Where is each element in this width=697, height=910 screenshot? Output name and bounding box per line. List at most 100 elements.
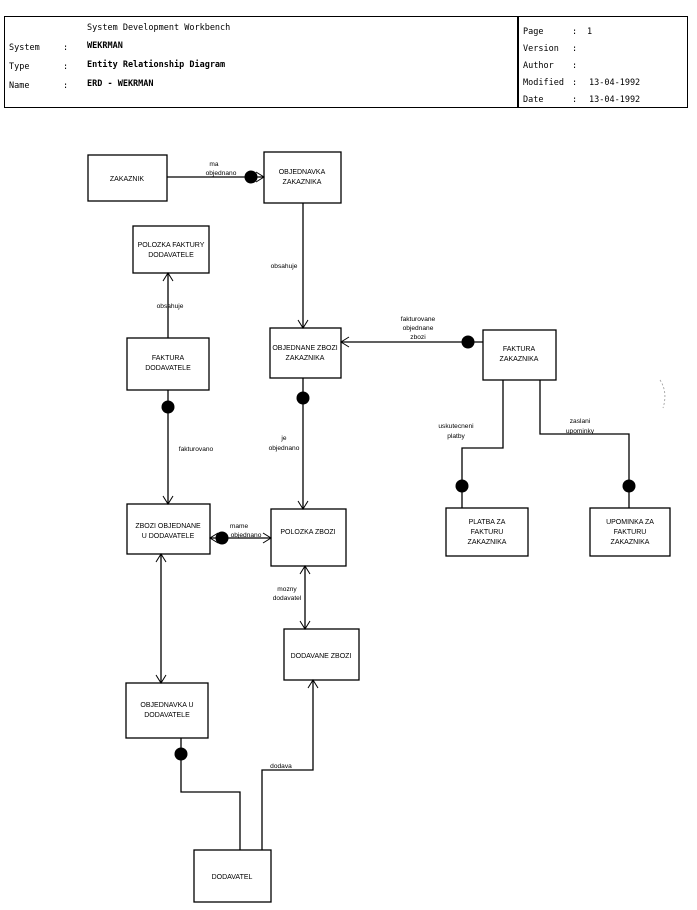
rel-label: mame — [230, 523, 249, 530]
modified-colon: : — [572, 78, 578, 88]
entity-label: ZAKAZNIK — [110, 176, 145, 183]
entity-label: DODAVATELE — [148, 252, 194, 259]
system-colon: : — [63, 43, 69, 53]
rel-end-dot — [461, 335, 475, 349]
system-value: WEKRMAN — [87, 41, 123, 51]
header-divider — [517, 17, 519, 107]
entity-label: FAKTURU — [614, 529, 647, 536]
crows-foot — [262, 532, 272, 544]
entity-label: FAKTURU — [471, 529, 504, 536]
entity-label: ZAKAZNIKA — [286, 355, 325, 362]
tool-title: System Development Workbench — [87, 23, 231, 33]
crows-foot — [255, 171, 265, 183]
crows-foot — [155, 553, 167, 563]
entity-dodavatel — [193, 849, 272, 903]
rel-line-dodava — [261, 680, 314, 850]
entity-label: FAKTURA — [152, 355, 185, 362]
version-label: Version — [523, 44, 559, 54]
rel-end-dot — [174, 747, 188, 761]
entity-faktura-dodavatele — [126, 337, 210, 391]
entity-label: DODAVATELE — [144, 712, 190, 719]
rel-label: uskutecneni — [438, 423, 474, 430]
rel-label: je — [280, 435, 286, 442]
rel-end-dot — [161, 400, 175, 414]
rel-label: objednano — [231, 532, 262, 539]
entity-label: ZAKAZNIKA — [468, 539, 507, 546]
entity-objednane-zbozi-zakaznika — [269, 327, 342, 379]
entity-label: DODAVATEL — [212, 874, 253, 881]
entity-polozka-faktury-dodavatele — [132, 225, 210, 274]
rel-label: ma — [209, 161, 218, 168]
entity-label: POLOZKA FAKTURY — [138, 242, 205, 249]
crows-foot — [299, 620, 311, 630]
name-value: ERD - WEKRMAN — [87, 79, 154, 89]
date-colon: : — [572, 95, 578, 105]
crows-foot — [155, 674, 167, 684]
modified-value: 13-04-1992 — [589, 78, 641, 88]
rel-label: objednano — [269, 445, 300, 452]
entity-faktura-zakaznika — [482, 329, 557, 381]
scan-mark — [659, 379, 666, 409]
rel-line-uskutecneni-platby — [461, 380, 504, 508]
entity-label: POLOZKA ZBOZI — [280, 529, 335, 536]
entity-upominka-za-fakturu — [589, 507, 671, 557]
rel-end-dot — [455, 479, 469, 493]
version-colon: : — [572, 44, 578, 54]
rel-end-dot — [215, 531, 229, 545]
rel-label: dodavatel — [273, 595, 302, 602]
entity-platba-za-fakturu — [445, 507, 529, 557]
crows-foot — [340, 336, 350, 348]
name-colon: : — [63, 81, 69, 91]
entity-polozka-zbozi — [270, 508, 347, 567]
rel-label: zaslani — [570, 418, 591, 425]
rel-end-dot — [244, 170, 258, 184]
entity-objednavka-u-dodavatele — [125, 682, 209, 739]
rel-end-dot — [296, 391, 310, 405]
date-label: Date — [523, 95, 544, 105]
name-label: Name — [9, 81, 30, 91]
type-label: Type — [9, 62, 30, 72]
entity-objednavka-zakaznika — [263, 151, 342, 204]
rel-label: platby — [447, 433, 465, 440]
crows-foot — [297, 319, 309, 329]
page-value: 1 — [587, 27, 593, 37]
type-colon: : — [63, 62, 69, 72]
rel-end-dot — [622, 479, 636, 493]
page-label: Page — [523, 27, 544, 37]
entity-label: UPOMINKA ZA — [606, 519, 654, 526]
crows-foot — [162, 495, 174, 505]
entity-label: ZAKAZNIKA — [500, 356, 539, 363]
crows-foot — [297, 500, 309, 510]
modified-label: Modified — [523, 78, 564, 88]
entity-label: ZBOZI OBJEDNANE — [135, 523, 201, 530]
system-label: System — [9, 43, 40, 53]
entity-dodavane-zbozi — [283, 628, 360, 681]
crows-foot — [307, 679, 319, 689]
rel-label: objednano — [206, 170, 237, 177]
page-colon: : — [572, 27, 578, 37]
entity-label: U DODAVATELE — [142, 533, 195, 540]
entity-label: OBJEDNAVKA U — [140, 702, 193, 709]
rel-line-dodavatel-objednavka — [180, 738, 241, 850]
entity-label: DODAVATELE — [145, 365, 191, 372]
entity-label: FAKTURA — [503, 346, 536, 353]
rel-label: dodava — [270, 763, 292, 770]
date-value: 13-04-1992 — [589, 95, 641, 105]
entity-zakaznik — [87, 154, 168, 202]
rel-label: fakturovano — [179, 446, 214, 453]
rel-label: upominky — [566, 428, 595, 435]
rel-line-zaslani-upominky — [539, 380, 630, 508]
header-block: System Development Workbench System : WE… — [4, 16, 688, 108]
rel-label: fakturovane — [401, 316, 436, 323]
rel-label: obsahuje — [157, 303, 184, 310]
type-value: Entity Relationship Diagram — [87, 60, 226, 70]
rel-label: mozny — [277, 586, 297, 593]
crows-foot — [299, 565, 311, 575]
crows-foot — [209, 532, 219, 544]
entity-label: ZAKAZNIKA — [611, 539, 650, 546]
entity-label: DODAVANE ZBOZI — [291, 653, 352, 660]
rel-label: obsahuje — [271, 263, 298, 270]
author-label: Author — [523, 61, 554, 71]
entity-label: OBJEDNANE ZBOZI — [272, 345, 337, 352]
